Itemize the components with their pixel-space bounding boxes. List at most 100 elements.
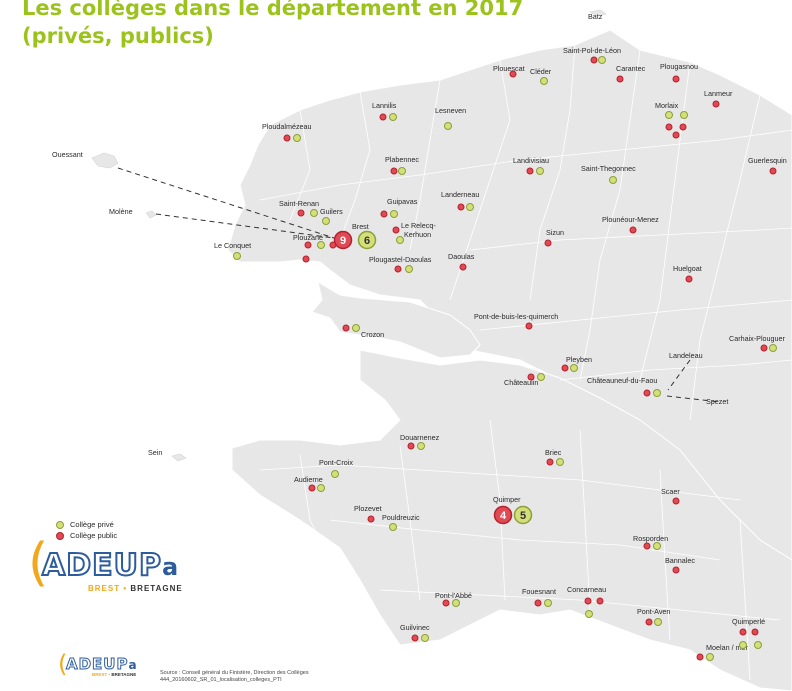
college-prive-marker xyxy=(654,618,662,626)
source-line2: 444_20160602_SR_01_localisation_colleges… xyxy=(160,677,282,683)
place-label: Lannilis xyxy=(372,101,397,110)
college-prive-marker xyxy=(357,230,377,250)
college-public-marker xyxy=(493,505,513,525)
college-public-marker xyxy=(304,241,312,249)
place-label: Saint-Renan xyxy=(279,199,319,208)
college-public-marker xyxy=(302,255,310,263)
map-title-line1: Les collèges dans le département en 2017 xyxy=(22,0,524,20)
college-prive-marker xyxy=(570,364,578,372)
south-finistere-land xyxy=(231,349,792,691)
place-label: Rosporden xyxy=(633,534,668,543)
college-public-marker xyxy=(525,322,533,330)
brest-prive-count: 6 xyxy=(364,235,370,247)
place-label: Scaer xyxy=(661,487,680,496)
college-prive-marker xyxy=(389,523,397,531)
college-public-marker xyxy=(527,373,535,381)
college-prive-marker xyxy=(331,470,339,478)
place-label: Plougastel-Daoulas xyxy=(369,255,432,264)
place-label: Ploudalmézeau xyxy=(262,122,312,131)
college-prive-marker xyxy=(389,113,397,121)
college-prive-marker xyxy=(293,134,301,142)
place-label: Plougasnou xyxy=(660,62,698,71)
sein-island xyxy=(171,453,187,462)
college-prive-marker xyxy=(653,542,661,550)
adeupa-logo-small: ( ADEUPa BREST • BRETAGNE xyxy=(58,650,158,680)
college-public-marker xyxy=(561,364,569,372)
logo-name-text: ADEUP xyxy=(41,547,162,584)
place-label: Ouessant xyxy=(52,150,83,159)
college-public-marker xyxy=(584,597,592,605)
legend-public: Collège public xyxy=(56,530,117,541)
college-public-marker xyxy=(390,167,398,175)
ouessant-island xyxy=(91,152,119,169)
college-prive-marker xyxy=(398,167,406,175)
college-prive-marker xyxy=(396,236,404,244)
logo-sub1: BREST xyxy=(88,584,121,593)
college-prive-marker xyxy=(585,610,593,618)
college-markers: 9 6 4 5 xyxy=(233,56,777,661)
place-label: Carhaix-Plouguer xyxy=(729,334,786,343)
place-label: Plozevet xyxy=(354,504,382,513)
college-public-marker xyxy=(534,599,542,607)
place-label: Brest xyxy=(352,222,369,231)
college-public-marker xyxy=(459,263,467,271)
place-label: Plounéour-Menez xyxy=(602,215,659,224)
logo-small-subtitle: BREST • BRETAGNE xyxy=(92,672,136,677)
college-prive-marker xyxy=(769,344,777,352)
quimper-prive-count: 5 xyxy=(520,510,526,522)
college-prive-marker xyxy=(754,641,762,649)
quimper-public-count: 4 xyxy=(500,510,507,522)
college-public-marker xyxy=(596,597,604,605)
college-public-marker xyxy=(696,653,704,661)
college-public-marker xyxy=(672,566,680,574)
molene-island xyxy=(145,210,157,219)
place-label: Saint-Pol-de-Léon xyxy=(563,46,621,55)
college-prive-marker xyxy=(680,111,688,119)
place-label: Pont-Croix xyxy=(319,458,353,467)
college-public-marker xyxy=(380,210,388,218)
college-public-marker xyxy=(643,542,651,550)
logo-small-sep: • xyxy=(108,672,111,677)
place-label: Saint-Thegonnec xyxy=(581,164,636,173)
logo-small-sub1: BREST xyxy=(92,672,108,677)
college-public-marker xyxy=(685,275,693,283)
place-label: Audierne xyxy=(294,475,323,484)
place-label: Quimper xyxy=(493,495,521,504)
place-label: Châteauneuf-du-Faou xyxy=(587,376,657,385)
college-public-marker xyxy=(590,56,598,64)
prive-dot-icon xyxy=(56,520,64,529)
place-label: Sizun xyxy=(546,228,564,237)
college-prive-marker xyxy=(233,252,241,260)
college-prive-marker xyxy=(665,111,673,119)
college-public-marker xyxy=(672,497,680,505)
public-dot-icon xyxy=(56,531,64,540)
logo-subtitle: BREST • BRETAGNE xyxy=(88,584,183,593)
place-label: Molène xyxy=(109,207,133,216)
college-public-marker xyxy=(712,100,720,108)
college-prive-marker xyxy=(317,241,325,249)
islands xyxy=(91,9,607,462)
college-prive-marker xyxy=(310,209,318,217)
logo-small-name-text: ADEUP xyxy=(65,655,129,674)
place-label: Douarnenez xyxy=(400,433,440,442)
college-public-marker xyxy=(751,628,759,636)
college-public-marker xyxy=(283,134,291,142)
logo-small-name: ADEUPa xyxy=(65,655,138,674)
place-label: Carantec xyxy=(616,64,646,73)
college-public-marker xyxy=(333,230,353,250)
college-prive-marker xyxy=(609,176,617,184)
logo-small-bracket: ( xyxy=(58,650,68,678)
logo-sub2: BRETAGNE xyxy=(130,584,183,593)
place-label: Morlaix xyxy=(655,101,679,110)
college-prive-marker xyxy=(417,442,425,450)
college-prive-marker xyxy=(444,122,452,130)
place-label: Châteaulin xyxy=(504,378,538,387)
brest-public-count: 9 xyxy=(340,235,346,247)
college-public-marker xyxy=(367,515,375,523)
place-label: Cléder xyxy=(530,67,552,76)
logo-name: ADEUPa xyxy=(41,547,179,584)
place-label: Le Conquet xyxy=(214,241,251,250)
place-label: Le Relecq- xyxy=(401,221,436,230)
place-label: Crozon xyxy=(361,330,384,339)
legend-public-label: Collège public xyxy=(70,531,118,540)
